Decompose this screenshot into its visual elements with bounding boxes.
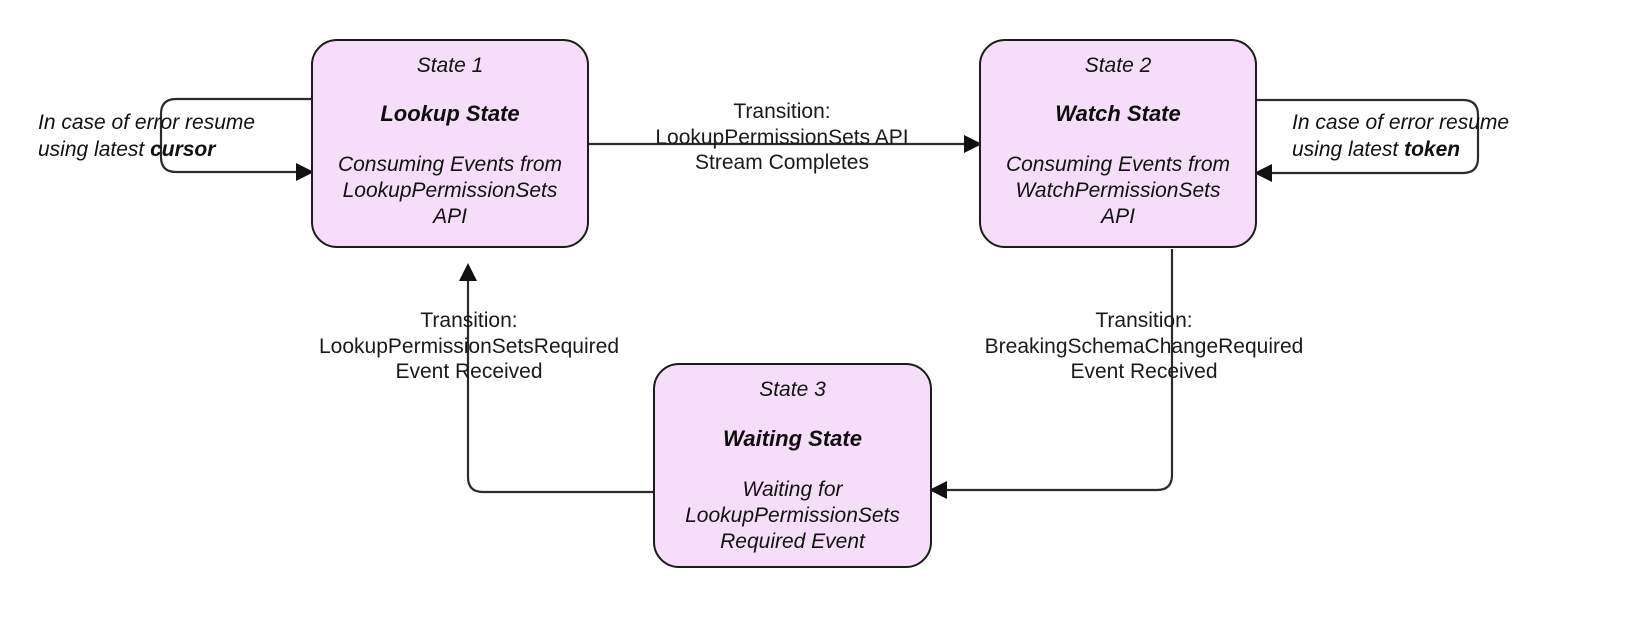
self-loop-note-prefix: using latest — [38, 137, 151, 161]
self-loop-note-emphasis: cursor — [150, 137, 216, 161]
state-description: Consuming Events from LookupPermissionSe… — [313, 152, 587, 229]
self-loop-note-line2: using latest cursor — [38, 137, 288, 164]
state-description-line: API — [433, 204, 467, 228]
edge-label-line: LookupPermissionSets API — [655, 125, 909, 149]
edge-label-waiting-to-lookup: Transition: LookupPermissionSetsRequired… — [283, 308, 655, 385]
self-loop-note-token: In case of error resume using latest tok… — [1292, 110, 1542, 163]
edge-label-line: BreakingSchemaChangeRequired — [984, 334, 1304, 358]
state-title-label: Waiting State — [723, 426, 862, 452]
state-description-line: WatchPermissionSets — [1015, 178, 1221, 202]
state-description: Consuming Events from WatchPermissionSet… — [981, 152, 1255, 229]
self-loop-note-prefix: using latest — [1292, 137, 1405, 161]
state-index-label: State 3 — [759, 378, 826, 401]
state-description-line: Waiting for — [742, 478, 843, 502]
edge-label-line: Transition: — [1095, 309, 1193, 332]
state-title-label: Lookup State — [380, 101, 520, 127]
self-loop-note-line2: using latest token — [1292, 137, 1542, 164]
self-loop-note-emphasis: token — [1404, 137, 1461, 161]
state-node-watch[interactable]: State 2 Watch State Consuming Events fro… — [979, 39, 1257, 248]
self-loop-note-cursor: In case of error resume using latest cur… — [38, 110, 288, 163]
state-description-line: LookupPermissionSets — [342, 178, 558, 202]
edge-label-line: Transition: — [420, 309, 518, 332]
edge-label-line: LookupPermissionSetsRequired — [319, 334, 619, 358]
state-title-label: Watch State — [1055, 101, 1181, 127]
state-index-label: State 1 — [416, 54, 484, 77]
state-node-waiting[interactable]: State 3 Waiting State Waiting for Lookup… — [653, 363, 932, 568]
state-description-line: Consuming Events from — [1005, 153, 1231, 177]
state-description-line: Consuming Events from — [337, 153, 563, 177]
self-loop-note-line1: In case of error resume — [1292, 111, 1510, 134]
edge-label-watch-to-waiting: Transition: BreakingSchemaChangeRequired… — [951, 308, 1337, 385]
state-node-lookup[interactable]: State 1 Lookup State Consuming Events fr… — [311, 39, 589, 248]
state-description-line: LookupPermissionSets — [685, 503, 900, 527]
edge-label-line: Transition: — [733, 100, 831, 123]
edge-label-line: Stream Completes — [695, 151, 869, 175]
state-index-label: State 2 — [1084, 54, 1152, 77]
edge-label-line: Event Received — [1070, 360, 1218, 384]
state-description: Waiting for LookupPermissionSets Require… — [655, 477, 930, 554]
state-description-line: Required Event — [720, 529, 865, 553]
edge-label-lookup-to-watch: Transition: LookupPermissionSets API Str… — [637, 99, 927, 176]
state-description-line: API — [1101, 204, 1135, 228]
edge-label-line: Event Received — [395, 360, 543, 384]
self-loop-note-line1: In case of error resume — [38, 111, 256, 134]
